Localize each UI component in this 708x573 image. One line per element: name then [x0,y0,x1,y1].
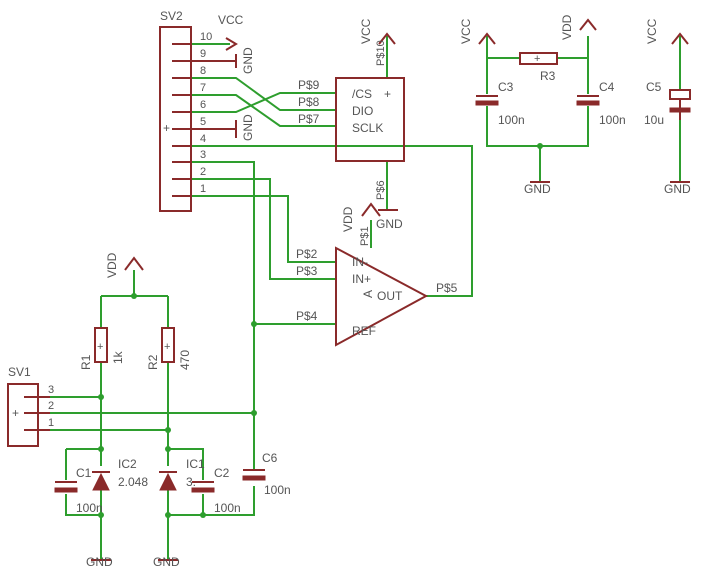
sv2-vcc-label: VCC [218,13,244,27]
ic2-label: IC2 [118,457,137,471]
u1-vcc-label: VCC [359,18,373,44]
c3-label: C3 [498,80,514,94]
svg-text:+: + [97,341,103,353]
svg-text:+: + [534,53,540,65]
u2-p4-label: P$4 [296,309,318,323]
wires [50,36,681,560]
svg-text:+: + [164,341,170,353]
c3-value: 100n [498,113,525,127]
c6-label: C6 [262,451,278,465]
svg-text:+: + [163,121,170,135]
vdd-left-label: VDD [105,252,119,278]
c5-value: 10u [644,113,664,127]
r1-value: 1k [111,350,125,364]
sv2-pin-6: 6 [200,99,206,111]
u1-gnd-label: GND [376,217,403,231]
r2-value: 470 [178,350,192,370]
sv2-gnd-a: GND [241,47,255,74]
ic1-label: IC1 [186,457,205,471]
sv2-label: SV2 [160,9,183,23]
gnd-c5-label: GND [664,182,691,196]
c1-value: 100n [76,501,103,515]
c5-label: C5 [646,80,662,94]
c2-label: C2 [214,466,230,480]
gnd-left-label: GND [86,555,113,569]
u2-p5-label: P$5 [436,281,458,295]
u2-p3-label: P$3 [296,264,318,278]
c4-value: 100n [599,113,626,127]
u2-in-plus: IN+ [352,272,371,286]
u2-ref-label: REF [352,324,376,338]
left-reference-section: VDD + R1 1k + R2 470 + SV1 3 2 1 IC2 2.0… [7,252,291,569]
c6-value: 100n [264,483,291,497]
u2-vdd-label: VDD [341,206,355,232]
sv2-connector: + SV2 10 9 8 7 6 5 4 3 2 1 VCC GND GND [159,9,255,212]
sv2-pin-4: 4 [200,133,206,145]
c4-label: C4 [599,80,615,94]
sv2-pin-7: 7 [200,82,206,94]
u1-pin-cs: /CS [352,87,372,101]
u2-p2-label: P$2 [296,247,318,261]
svg-text:+: + [12,406,19,420]
u2-p1-label: P$1 [359,226,371,246]
u2-in-minus: IN- [352,255,368,269]
sv1-pin-2: 2 [48,400,54,412]
u1-chip: /CS DIO SCLK + P$9 P$8 P$7 VCC P$10 P$6 … [298,18,405,231]
junctions [98,143,543,518]
sv1-pin-1: 1 [48,417,54,429]
u2-part-letter: A [361,290,375,298]
ic1-value: 3. [186,475,196,489]
c3-vcc-label: VCC [459,18,473,44]
u2-amplifier: VDD P$1 IN- IN+ OUT REF A P$2 P$3 P$4 P$… [296,202,458,347]
c1-label: C1 [76,466,92,480]
sv1-pin-3: 3 [48,384,54,396]
u1-p7-label: P$7 [298,112,320,126]
svg-text:+: + [384,87,391,101]
c2-value: 100n [214,501,241,515]
gnd-mid-label: GND [524,182,551,196]
u1-p9-label: P$9 [298,78,320,92]
u2-out-label: OUT [377,289,403,303]
gnd-left2-label: GND [153,555,180,569]
u1-pin-sclk: SCLK [352,121,383,135]
u1-pin-dio: DIO [352,104,373,118]
u1-p10-label: P$10 [375,40,387,66]
r3-vdd-label: VDD [560,14,574,40]
ic2-value: 2.048 [118,475,148,489]
r3-label: R3 [540,69,556,83]
power-decoupling: VCC C3 100n + R3 VDD C4 100n GND VCC C5 … [459,14,691,196]
sv2-pin-8: 8 [200,65,206,77]
u1-p6-label: P$6 [375,180,387,200]
r1-label: R1 [79,354,93,370]
c5-vcc-label: VCC [645,18,659,44]
u1-p8-label: P$8 [298,95,320,109]
r2-label: R2 [146,354,160,370]
sv2-pin-1: 1 [200,183,206,195]
sv2-pin-2: 2 [200,166,206,178]
sv2-pin-3: 3 [200,149,206,161]
sv2-pin-9: 9 [200,48,206,60]
sv2-pin-5: 5 [200,116,206,128]
sv1-label: SV1 [8,365,31,379]
sv2-pin-10: 10 [200,31,212,43]
sv2-gnd-b: GND [241,114,255,141]
